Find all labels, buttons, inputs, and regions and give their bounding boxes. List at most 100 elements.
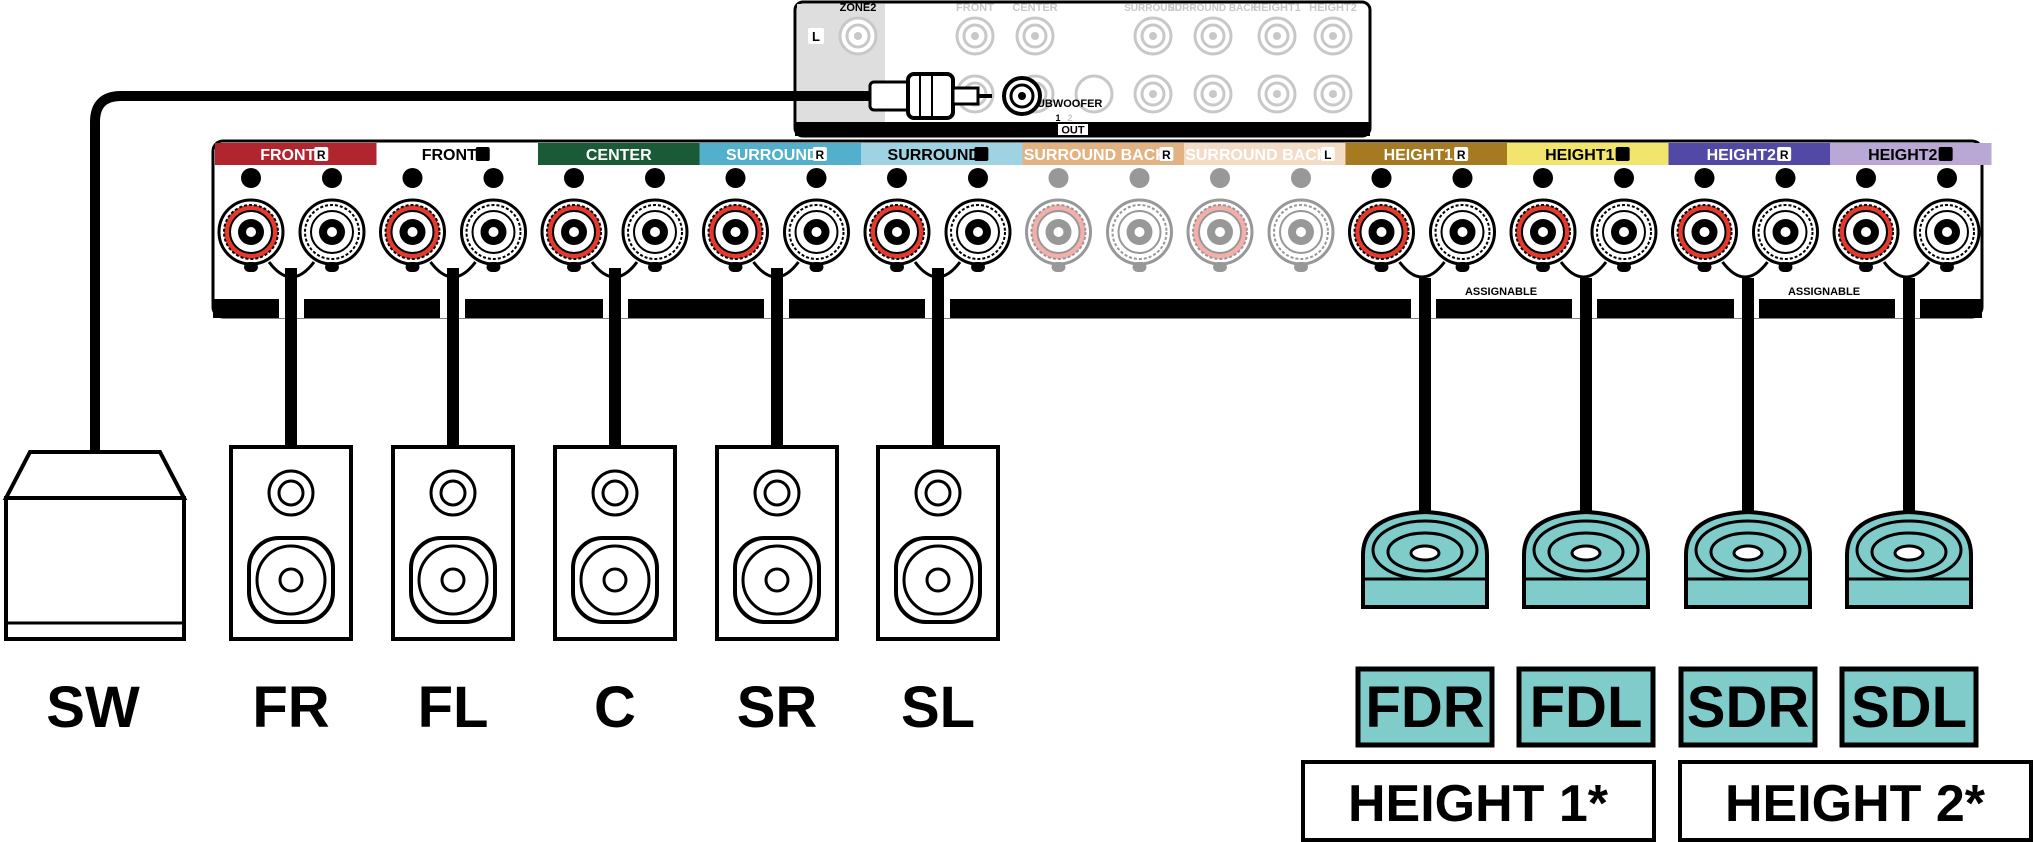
- speaker-terminal-pair: +−: [1348, 168, 1496, 279]
- speaker-label-sdr: SDR: [1687, 675, 1809, 740]
- height-speaker-tag: FDL: [1516, 666, 1656, 748]
- plus-sign: +: [1053, 169, 1064, 189]
- height-speaker: [1845, 509, 1973, 609]
- channel-label: HEIGHT1 L: [1507, 143, 1669, 165]
- plus-sign: +: [1215, 169, 1226, 189]
- channel-name: HEIGHT1: [1545, 147, 1614, 164]
- pre-out-jack: [1015, 16, 1055, 56]
- height-group-2-label: HEIGHT 2*: [1725, 775, 1986, 833]
- pre-center-label: CENTER: [1012, 2, 1057, 14]
- speaker-terminal-pair: +−: [379, 168, 527, 279]
- plus-sign: +: [1376, 169, 1387, 189]
- speaker-label-fdr: FDR: [1365, 675, 1484, 740]
- pre-out-jack: [1313, 74, 1353, 114]
- zone2-label: ZONE2: [840, 2, 877, 14]
- pre-out-jack: [838, 16, 878, 56]
- channel-name: CENTER: [586, 147, 652, 164]
- speaker-label-c: C: [594, 675, 636, 740]
- channel-side: L: [1619, 148, 1626, 162]
- pre-surround-label: SURROUND: [1124, 3, 1182, 14]
- pre-out-panel: ZONE2 L FRONT CENTER SURROUND SURROUND B…: [793, 0, 1372, 138]
- channel-side: R: [1780, 148, 1789, 162]
- height-speaker: [1361, 509, 1489, 609]
- channel-name: FRONT: [422, 147, 477, 164]
- channel-name: SURROUND: [726, 147, 818, 164]
- minus-sign: −: [1296, 169, 1307, 189]
- pre-out-jack: [1313, 16, 1353, 56]
- channel-side: L: [978, 148, 985, 162]
- pre-front-label: FRONT: [956, 2, 994, 14]
- channel-side: L: [1942, 148, 1949, 162]
- plus-sign: +: [407, 169, 418, 189]
- height-speaker-tag: SDL: [1839, 666, 1979, 748]
- pre-height1-label: HEIGHT1: [1253, 2, 1301, 14]
- out-label: OUT: [1061, 125, 1085, 137]
- subwoofer-number-1: 1: [1055, 113, 1060, 123]
- height-speaker-tag: FDR: [1355, 666, 1495, 748]
- channel-name: SURROUND BACK: [1024, 147, 1168, 164]
- height-speaker-tag: SDR: [1678, 666, 1818, 748]
- floor-speaker: [553, 445, 677, 641]
- plus-sign: +: [246, 169, 257, 189]
- speaker-label-fdl: FDL: [1530, 675, 1643, 740]
- pre-out-jack: [1074, 74, 1114, 114]
- subwoofer-speaker: [2, 450, 188, 641]
- floor-speaker: [229, 445, 353, 641]
- speaker-label-sw: SW: [46, 675, 140, 740]
- speaker-terminal-pair: +−: [702, 168, 850, 279]
- pre-out-jack: [1193, 74, 1233, 114]
- minus-sign: −: [1134, 169, 1145, 189]
- floor-speakers: [229, 445, 1000, 641]
- pre-height2-label: HEIGHT2: [1309, 2, 1357, 14]
- speaker-terminal-pair: +−: [1509, 168, 1658, 279]
- floor-speaker: [715, 445, 839, 641]
- channel-label: HEIGHT2 R: [1668, 143, 1830, 165]
- speaker-terminal-pair: +−: [217, 168, 366, 279]
- minus-sign: −: [1457, 169, 1468, 189]
- channel-label: HEIGHT2 L: [1830, 143, 1992, 165]
- plus-sign: +: [569, 169, 580, 189]
- pre-out-jack: [1257, 74, 1297, 114]
- plus-sign: +: [730, 169, 741, 189]
- speaker-label-sr: SR: [737, 675, 818, 740]
- channel-name: FRONT: [260, 147, 315, 164]
- height-group-1-label: HEIGHT 1*: [1348, 775, 1609, 833]
- subwoofer-label: SUBWOOFER: [1030, 98, 1103, 110]
- channel-name: HEIGHT1: [1384, 147, 1453, 164]
- floor-speaker: [876, 445, 1000, 641]
- minus-sign: −: [1619, 169, 1630, 189]
- height-speakers: [1361, 509, 1973, 609]
- plus-sign: +: [1861, 169, 1872, 189]
- height-group-1: HEIGHT 1*: [1301, 760, 1656, 842]
- speaker-terminal-pair: +−: [1671, 168, 1819, 279]
- speaker-terminal-pair: +−: [540, 168, 689, 279]
- minus-sign: −: [1942, 169, 1953, 189]
- speaker-terminal-pair: +−: [1025, 168, 1173, 272]
- channel-side: R: [816, 148, 825, 162]
- minus-sign: −: [650, 169, 661, 189]
- speaker-label-sdl: SDL: [1851, 675, 1967, 740]
- speaker-cables: [285, 268, 1915, 515]
- plus-sign: +: [1538, 169, 1549, 189]
- minus-sign: −: [973, 169, 984, 189]
- pre-label: PRE: [1030, 123, 1055, 137]
- pre-out-jack: [1133, 16, 1173, 56]
- channel-name: SURROUND BACK: [1185, 147, 1329, 164]
- floor-speaker: [391, 445, 515, 641]
- channel-label: CENTER: [538, 143, 700, 165]
- channel-name: HEIGHT2: [1868, 147, 1937, 164]
- height-speaker: [1684, 509, 1812, 609]
- speaker-label-fl: FL: [418, 675, 489, 740]
- channel-name: HEIGHT2: [1707, 147, 1776, 164]
- speaker-terminal-pair: +−: [863, 168, 1012, 279]
- subwoofer-cable: [90, 72, 1042, 452]
- speaker-terminal-pair: +−: [1186, 168, 1335, 272]
- channel-side: L: [1324, 148, 1331, 162]
